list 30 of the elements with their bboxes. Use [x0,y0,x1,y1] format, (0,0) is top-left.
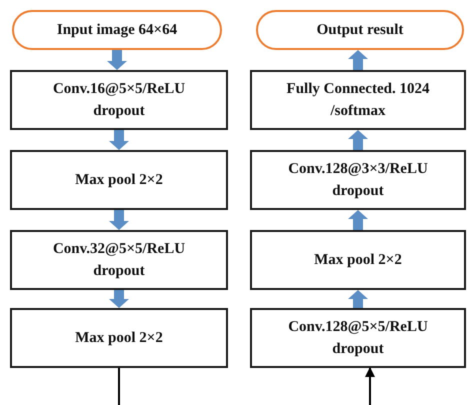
arrow [365,367,375,405]
layer-label: Fully Connected. 1024 /softmax [286,80,430,121]
layer-box [250,308,466,368]
layer-box [10,230,228,290]
layer-label: Output result [316,21,404,40]
block-arrow [348,130,368,150]
layer-label: Conv.16@5×5/ReLU dropout [52,80,186,121]
layer-label: Max pool 2×2 [314,251,402,270]
layer-label: Conv.32@5×5/ReLU dropout [52,240,186,281]
layer-box [10,150,228,210]
layer-box [250,70,466,130]
layer-label: Input image 64×64 [56,21,178,40]
terminal-pill [256,10,464,50]
block-arrow [109,130,129,150]
block-arrow [348,290,368,308]
terminal-pill [12,10,222,50]
block-arrow [348,50,368,70]
block-arrow [109,210,129,230]
layer-box [10,70,228,130]
block-arrow [348,210,368,230]
layer-label: Max pool 2×2 [75,171,163,190]
layer-box [250,150,466,210]
layer-box [10,308,228,368]
layer-box [250,230,466,290]
layer-label: Conv.128@3×3/ReLU dropout [287,160,429,201]
layer-label: Max pool 2×2 [75,329,163,348]
layer-label: Conv.128@5×5/ReLU dropout [287,318,429,359]
block-arrow [109,290,129,308]
block-arrow [107,50,127,70]
connector-line [118,368,120,405]
